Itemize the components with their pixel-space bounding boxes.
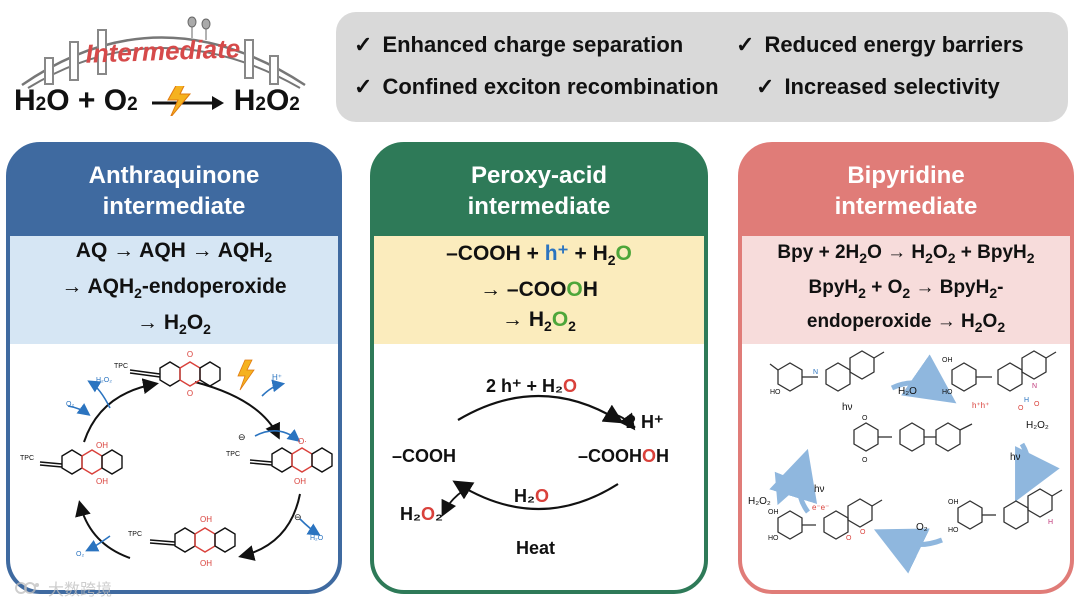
svg-text:N: N <box>813 369 818 376</box>
svg-text:H₂O₂: H₂O₂ <box>96 377 112 384</box>
svg-text:hν: hν <box>1010 452 1021 463</box>
svg-text:–COOH: –COOH <box>392 446 456 466</box>
svg-text:2 h⁺ + H₂O: 2 h⁺ + H₂O <box>486 376 577 396</box>
feature-box: ✓Enhanced charge separation ✓Reduced ene… <box>336 12 1068 122</box>
svg-text:TPC: TPC <box>114 363 128 370</box>
svg-text:–COOHOH: –COOHOH <box>578 446 669 466</box>
svg-text:O·: O· <box>298 437 307 446</box>
svg-text:⊖: ⊖ <box>294 512 302 522</box>
svg-text:h⁺h⁺: h⁺h⁺ <box>972 401 989 410</box>
feature-item: ✓Enhanced charge separation <box>354 32 684 57</box>
panel-equation: Bpy + 2H2O → H2O2 + BpyH2 BpyH2 + O2 → B… <box>742 236 1070 344</box>
arrow-lightning-icon <box>148 81 224 119</box>
svg-text:TPC: TPC <box>20 455 34 462</box>
svg-text:H: H <box>1048 519 1053 526</box>
svg-text:HO: HO <box>770 389 781 396</box>
panel-equation: AQ → AQH → AQH2 → AQH2-endoperoxide → H2… <box>10 236 338 344</box>
svg-text:OH: OH <box>200 515 212 524</box>
svg-text:O₂: O₂ <box>916 522 928 533</box>
svg-text:OH: OH <box>96 441 108 450</box>
svg-text:2 H⁺: 2 H⁺ <box>626 412 664 432</box>
svg-text:O: O <box>187 350 193 359</box>
panel-title: Peroxy-acid intermediate <box>467 162 611 220</box>
svg-text:O: O <box>862 415 868 422</box>
watermark-logo-icon <box>15 582 39 594</box>
bridge-label: Intermediate <box>85 33 241 68</box>
svg-text:H⁺: H⁺ <box>272 373 282 382</box>
svg-text:H₂O: H₂O <box>310 535 324 542</box>
svg-text:OH: OH <box>96 477 108 486</box>
svg-text:OH: OH <box>768 509 779 516</box>
svg-text:N: N <box>1032 383 1037 390</box>
svg-text:OH: OH <box>948 499 959 506</box>
svg-text:O: O <box>1018 405 1024 412</box>
svg-text:H₂O₂: H₂O₂ <box>1026 420 1049 431</box>
svg-text:H₂O: H₂O <box>898 386 917 397</box>
svg-text:H₂O: H₂O <box>514 486 549 506</box>
svg-text:H₂O₂: H₂O₂ <box>748 496 771 507</box>
panel-title: Bipyridine intermediate <box>834 162 978 220</box>
svg-text:⊖: ⊖ <box>238 432 246 442</box>
svg-text:OH: OH <box>942 357 953 364</box>
feature-item: ✓Confined exciton recombination <box>354 74 719 99</box>
bipyridine-panel: Bipyridine intermediate Bpy + 2H2O → H2O… <box>738 142 1074 594</box>
svg-text:O: O <box>187 389 193 398</box>
svg-text:HO: HO <box>768 535 779 542</box>
peroxy-cycle-diagram: 2 h⁺ + H₂O 2 H⁺ –COOH –COOHOH H₂O H₂O₂ H… <box>374 344 704 590</box>
feature-item: ✓Reduced energy barriers <box>736 32 1024 57</box>
svg-text:Heat: Heat <box>516 538 555 558</box>
svg-text:HO: HO <box>942 389 953 396</box>
svg-text:H: H <box>1024 397 1029 404</box>
bridge-icon: Intermediate <box>21 16 306 89</box>
svg-text:O: O <box>1034 401 1040 408</box>
svg-text:O: O <box>860 529 866 536</box>
svg-text:O₂: O₂ <box>76 551 84 558</box>
svg-text:TPC: TPC <box>128 531 142 538</box>
check-icon: ✓ <box>736 32 755 57</box>
svg-text:O: O <box>846 535 852 542</box>
bipyridine-cycle-diagram: N HO H₂O OH HO N H O O <box>742 344 1070 590</box>
watermark: 大数跨境 <box>14 576 112 600</box>
feature-item: ✓Increased selectivity <box>756 74 1000 99</box>
svg-text:e⁻e⁻: e⁻e⁻ <box>812 503 829 512</box>
svg-text:O₂: O₂ <box>66 401 74 408</box>
panel-title: Anthraquinone intermediate <box>88 162 260 220</box>
panel-equation: –COOH + h⁺ + H2O → –COOOH → H2O2 <box>374 236 704 344</box>
svg-text:HO: HO <box>948 527 959 534</box>
anthraquinone-cycle-diagram: O O TPC H⁺ O· OH TPC ⊖ ⊖ H₂O <box>10 344 338 590</box>
anthraquinone-panel: Anthraquinone intermediate AQ → AQH → AQ… <box>6 142 342 594</box>
svg-text:H₂O₂: H₂O₂ <box>400 504 443 524</box>
svg-text:TPC: TPC <box>226 451 240 458</box>
svg-text:hν: hν <box>842 402 853 413</box>
svg-text:OH: OH <box>294 477 306 486</box>
peroxy-acid-panel: Peroxy-acid intermediate –COOH + h⁺ + H2… <box>370 142 708 594</box>
svg-text:OH: OH <box>200 559 212 568</box>
check-icon: ✓ <box>354 32 373 57</box>
check-icon: ✓ <box>354 74 373 99</box>
check-icon: ✓ <box>756 74 775 99</box>
svg-text:hν: hν <box>814 484 825 495</box>
svg-text:O: O <box>862 457 868 464</box>
